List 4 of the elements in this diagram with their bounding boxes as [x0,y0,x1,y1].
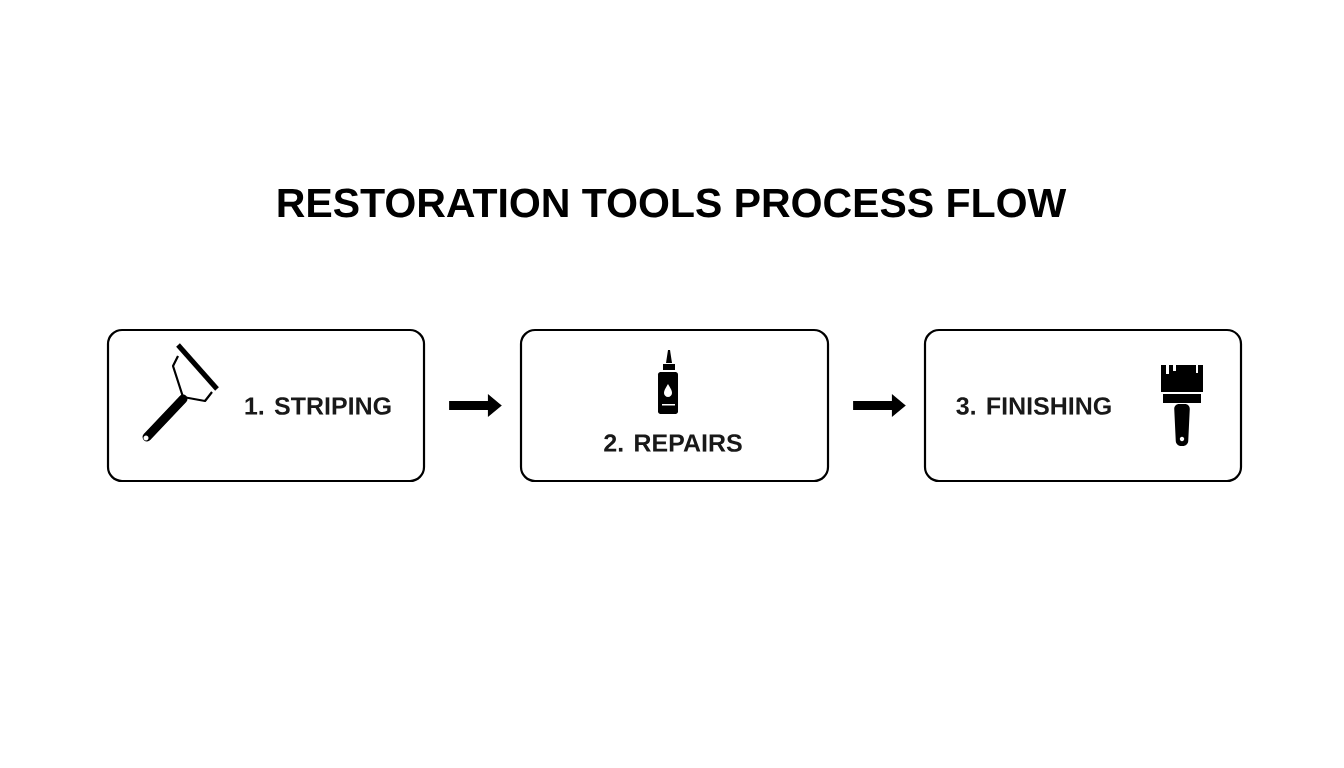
process-box: 1. STRIPING [106,328,426,483]
process-box: 2. REPAIRS [519,328,830,483]
title: RESTORATION TOOLS PROCESS FLOW [278,188,1067,218]
process-box: 3. FINISHING [923,328,1243,483]
